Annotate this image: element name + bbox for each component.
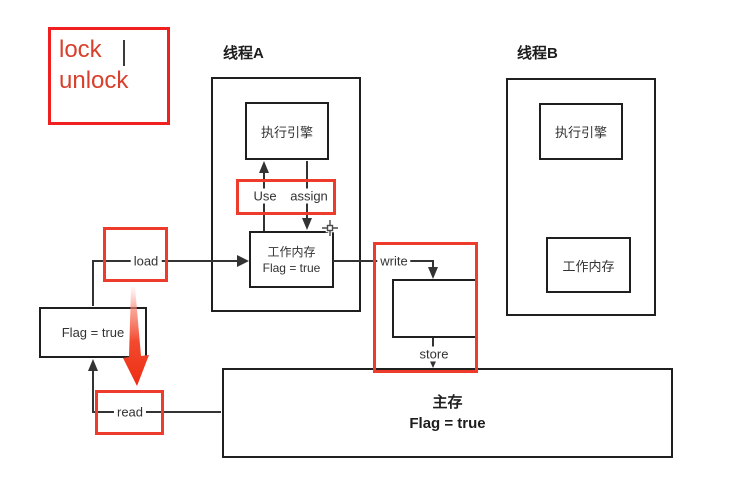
lock-unlock-text[interactable]: lock unlock	[59, 34, 128, 96]
use-assign-annotation-box[interactable]	[236, 179, 336, 215]
write-store-annotation-box[interactable]	[373, 242, 478, 373]
store-label: store	[416, 346, 452, 362]
use-label: Use	[250, 188, 280, 204]
thread-b-engine-label: 执行引擎	[554, 125, 607, 140]
working-memory-value: Flag = true	[262, 260, 321, 275]
read-arrowhead-up	[88, 359, 98, 371]
load-label: load	[130, 253, 162, 269]
write-label: write	[377, 253, 411, 269]
main-memory-value: Flag = true	[409, 415, 486, 432]
working-memory-label: 工作内存	[267, 244, 316, 259]
thread-b-title: 线程B	[517, 45, 558, 62]
thread-a-title: 线程A	[223, 45, 264, 62]
text-caret	[123, 40, 125, 66]
main-memory-title: 主存	[432, 394, 463, 411]
unlock-label: unlock	[59, 67, 129, 94]
flag-value-text: Flag = true	[61, 325, 125, 340]
thread-b-working-memory-label: 工作内存	[562, 258, 615, 274]
thread-a-engine-label: 执行引擎	[260, 124, 313, 140]
thread-b-execution-engine-box[interactable]: 执行引擎	[539, 103, 623, 160]
thread-b-box[interactable]	[506, 78, 656, 316]
thread-a-execution-engine-box[interactable]: 执行引擎	[245, 102, 329, 160]
thread-a-working-memory-box[interactable]: 工作内存 Flag = true	[249, 231, 334, 288]
lock-unlock-annotation-box[interactable]: lock unlock	[48, 27, 170, 125]
read-label: read	[113, 404, 147, 420]
flag-value-box[interactable]: Flag = true	[39, 307, 147, 358]
lock-label: lock	[59, 36, 102, 63]
thread-b-working-memory-box[interactable]: 工作内存	[546, 237, 631, 293]
assign-label: assign	[287, 188, 331, 204]
main-memory-box[interactable]: 主存 Flag = true	[222, 368, 673, 458]
thread-a-box[interactable]	[211, 77, 361, 312]
